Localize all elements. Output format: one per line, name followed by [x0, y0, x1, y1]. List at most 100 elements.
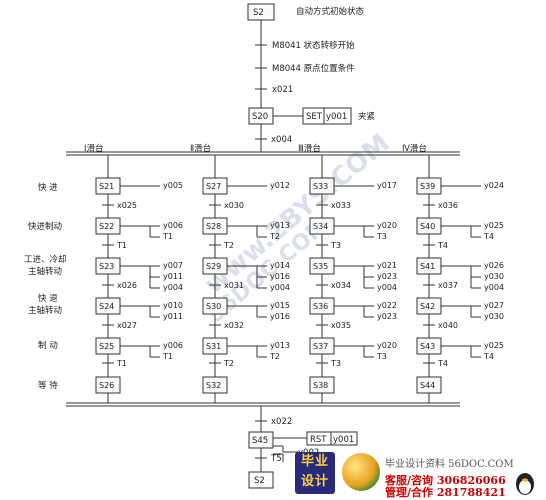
column-4-transition-1-label: x036 — [438, 201, 458, 210]
set-y001-box — [302, 107, 352, 125]
contact-qq-2: 管理/合作 281788421 — [385, 486, 506, 499]
set-label: SET — [306, 112, 323, 122]
step-s34-timer: T3 — [376, 232, 387, 241]
row-label-brake: 制 动 — [38, 340, 58, 351]
column-4-transition-5-label: T4 — [437, 359, 448, 368]
step-s41-action-2: y030 — [484, 272, 504, 281]
step-s21-action-1: y005 — [163, 181, 183, 190]
step-s26 — [95, 376, 121, 394]
step-s40-label: S40 — [420, 222, 435, 231]
step-s33-label: S33 — [313, 182, 328, 191]
step-s28-label: S28 — [206, 222, 221, 231]
column-2-transition-5-label: T2 — [223, 359, 234, 368]
column-2-header: Ⅱ滑台 — [190, 143, 211, 154]
slide-columns: S21S22S23S24S25S26x025T1x026x027T1y005y0… — [95, 155, 504, 403]
step-s39-action-1: y024 — [484, 181, 504, 190]
column-2-transition-4-label: x032 — [224, 321, 244, 330]
row-label-wait: 等 待 — [38, 380, 58, 391]
step-s28-timer: T2 — [269, 232, 280, 241]
step-s42-label: S42 — [420, 302, 435, 311]
step-s24-action-2: y011 — [163, 312, 183, 321]
step-s30-action-2: y016 — [270, 312, 290, 321]
row-label-work-1: 工进、冷却 — [24, 254, 67, 265]
column-1-transition-1-label: x025 — [117, 201, 137, 210]
step-s43-label: S43 — [420, 342, 435, 351]
transition-m8044-label: M8044 原点位置条件 — [272, 63, 355, 74]
column-3-header: Ⅲ滑台 — [298, 143, 321, 154]
column-1-transition-2-label: T1 — [116, 241, 127, 250]
step-s24-action-1: y010 — [163, 301, 183, 310]
step-s41-action-1: y026 — [484, 261, 504, 270]
step-s31-timer: T2 — [269, 352, 280, 361]
step-s32 — [202, 376, 228, 394]
note-s2: 自动方式初始状态 — [296, 6, 365, 17]
transition-x004-label: x004 — [271, 135, 292, 145]
transition-t5-label: T5 — [270, 454, 282, 464]
step-s36-label: S36 — [313, 302, 328, 311]
row-labels: 快 进 快进制动 工进、冷却 主轴转动 快 退 主轴转动 制 动 等 待 — [24, 182, 67, 391]
site-logo: 毕业设计 — [295, 452, 335, 494]
step-s24-label: S24 — [99, 302, 114, 311]
column-2-transition-3-label: x031 — [224, 281, 244, 290]
column-3-transition-2-label: T3 — [330, 241, 341, 250]
step-s39-label: S39 — [420, 182, 435, 191]
step-s22-label: S22 — [99, 222, 114, 231]
row-label-retreat-1: 快 退 — [38, 293, 58, 304]
step-s34-action-1: y020 — [377, 221, 397, 230]
step-s42-action-2: y030 — [484, 312, 504, 321]
site-url: 毕业设计资料 56DOC.COM — [385, 459, 514, 470]
step-s29-action-1: y014 — [270, 261, 290, 270]
step-s23-action-1: y007 — [163, 261, 183, 270]
step-s37-action-1: y020 — [377, 341, 397, 350]
watermark: www.2BYS.COM 56DOC.COM — [199, 128, 395, 328]
column-3-transition-3-label: x034 — [331, 281, 351, 290]
rst-label: RST — [310, 435, 327, 445]
step-s22-action-1: y006 — [163, 221, 183, 230]
step-s26-label: S26 — [99, 381, 114, 390]
rst-y001-label: y001 — [333, 435, 354, 445]
step-s44-label: S44 — [420, 381, 435, 390]
column-4-transition-2-label: T4 — [437, 241, 448, 250]
step-s36-action-1: y022 — [377, 301, 397, 310]
step-s41-label: S41 — [420, 262, 435, 271]
step-s22-timer: T1 — [162, 232, 173, 241]
step-s44 — [416, 376, 442, 394]
site-logo-ball — [342, 453, 380, 491]
step-s40-timer: T4 — [483, 232, 494, 241]
step-s25-label: S25 — [99, 342, 114, 351]
step-s29-label: S29 — [206, 262, 221, 271]
row-label-fast: 快 进 — [38, 182, 58, 193]
step-s38-label: S38 — [313, 381, 328, 390]
site-logo-text: 毕业设计 — [300, 454, 329, 489]
column-3-transition-5-label: T3 — [330, 359, 341, 368]
step-s29-action-3: y004 — [270, 283, 290, 292]
step-s23-action-2: y011 — [163, 272, 183, 281]
penguin-icon — [516, 473, 534, 495]
step-s32-label: S32 — [206, 381, 221, 390]
step-s33-action-1: y017 — [377, 181, 397, 190]
step-s2-top-label: S2 — [253, 8, 264, 18]
step-s23-label: S23 — [99, 262, 114, 271]
step-s40-action-1: y025 — [484, 221, 504, 230]
step-s36-action-2: y023 — [377, 312, 397, 321]
step-s27-label: S27 — [206, 182, 221, 191]
transition-m8041-label: M8041 状态转移开始 — [272, 40, 355, 51]
step-s31-label: S31 — [206, 342, 221, 351]
row-label-retreat-2: 主轴转动 — [28, 305, 63, 316]
step-s31-action-1: y013 — [270, 341, 290, 350]
column-1-header: Ⅰ滑台 — [84, 143, 104, 154]
column-4-header: Ⅳ滑台 — [402, 143, 427, 154]
column-3-transition-4-label: x035 — [331, 321, 351, 330]
step-s25-action-1: y006 — [163, 341, 183, 350]
step-s2-bottom-label: S2 — [254, 476, 265, 486]
step-s35-label: S35 — [313, 262, 328, 271]
column-1-transition-4-label: x027 — [117, 321, 137, 330]
column-2-transition-2-label: T2 — [223, 241, 234, 250]
step-s27-action-1: y012 — [270, 181, 290, 190]
step-s35-action-2: y023 — [377, 272, 397, 281]
step-s25-timer: T1 — [162, 352, 173, 361]
step-s42-action-1: y027 — [484, 301, 504, 310]
step-s23-action-3: y004 — [163, 283, 183, 292]
step-s30-action-1: y015 — [270, 301, 290, 310]
